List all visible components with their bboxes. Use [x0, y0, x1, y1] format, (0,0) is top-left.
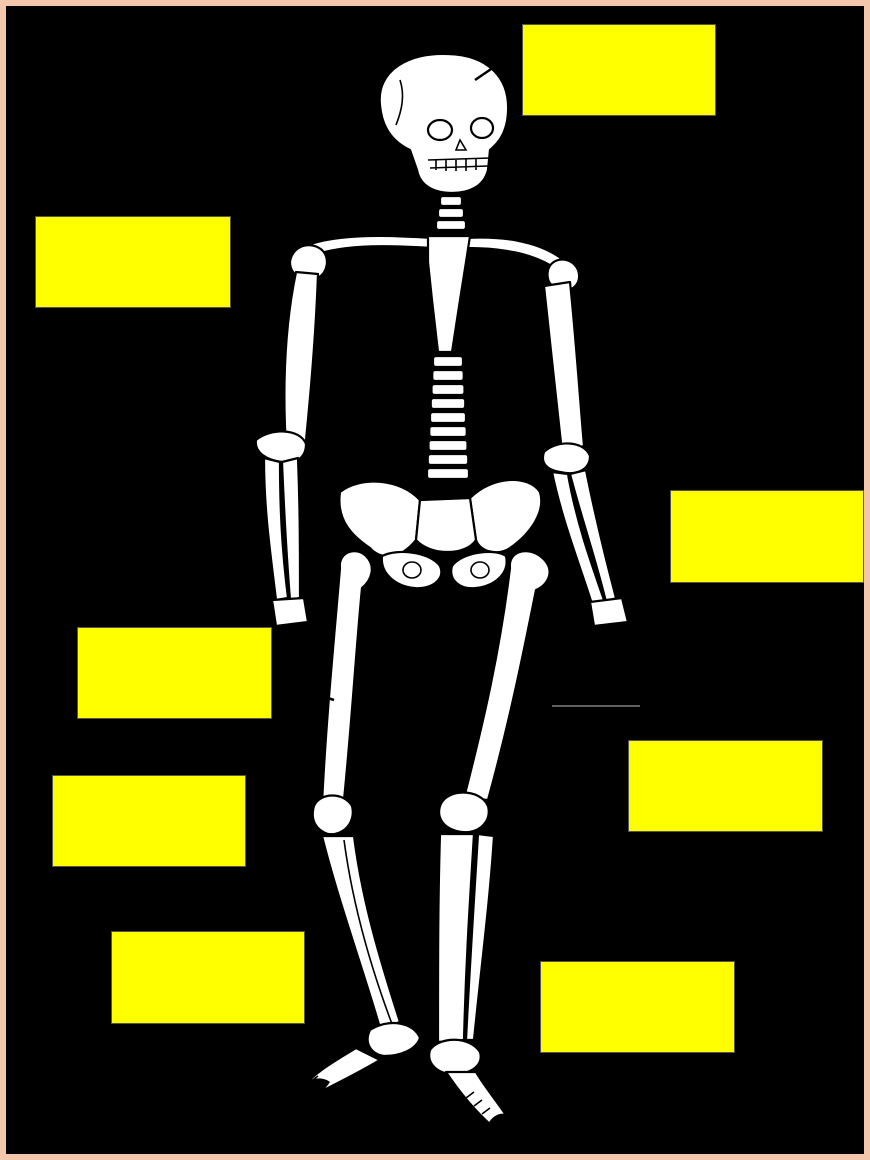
vertebra	[431, 398, 466, 409]
leader-line-toes	[514, 1010, 540, 1120]
cervical-spine	[436, 196, 466, 230]
rib-left	[348, 409, 428, 434]
vertebra	[429, 426, 467, 437]
rib-left	[342, 304, 428, 329]
label-box-hand[interactable]	[77, 627, 272, 719]
label-box-toes[interactable]	[540, 961, 735, 1053]
vertebra	[427, 468, 469, 479]
rib-left	[336, 394, 428, 419]
rib-left	[312, 364, 428, 389]
leader-line-upper-arm	[232, 278, 280, 296]
label-box-knee[interactable]	[52, 775, 246, 867]
label-box-fingers[interactable]	[628, 740, 823, 832]
leader-line-fingers	[644, 696, 690, 740]
label-box-upper-arm[interactable]	[35, 216, 231, 308]
label-box-skull[interactable]	[522, 24, 716, 116]
leader-line-hand	[272, 680, 334, 700]
rib-right	[468, 409, 548, 434]
vertebra	[432, 370, 464, 381]
right-arm	[543, 282, 658, 694]
leader-line-wrist	[632, 530, 670, 610]
rib-left	[332, 319, 428, 344]
rib-right	[468, 394, 560, 419]
vertebra	[428, 454, 469, 465]
rib-right	[468, 304, 554, 329]
rib-left	[352, 289, 428, 314]
label-box-wrist[interactable]	[670, 490, 864, 583]
lumbar-spine	[427, 356, 469, 479]
rib-left	[322, 334, 428, 359]
vertebra	[433, 356, 463, 367]
vertebra	[429, 440, 468, 451]
vertebra	[432, 384, 465, 395]
leader-line-knee	[246, 808, 314, 812]
label-box-ankle[interactable]	[111, 931, 305, 1024]
skull	[380, 54, 508, 193]
vertebra	[430, 412, 466, 423]
rib-left	[371, 259, 428, 284]
leader-line-ankle	[304, 978, 360, 1050]
rib-right	[468, 259, 525, 284]
